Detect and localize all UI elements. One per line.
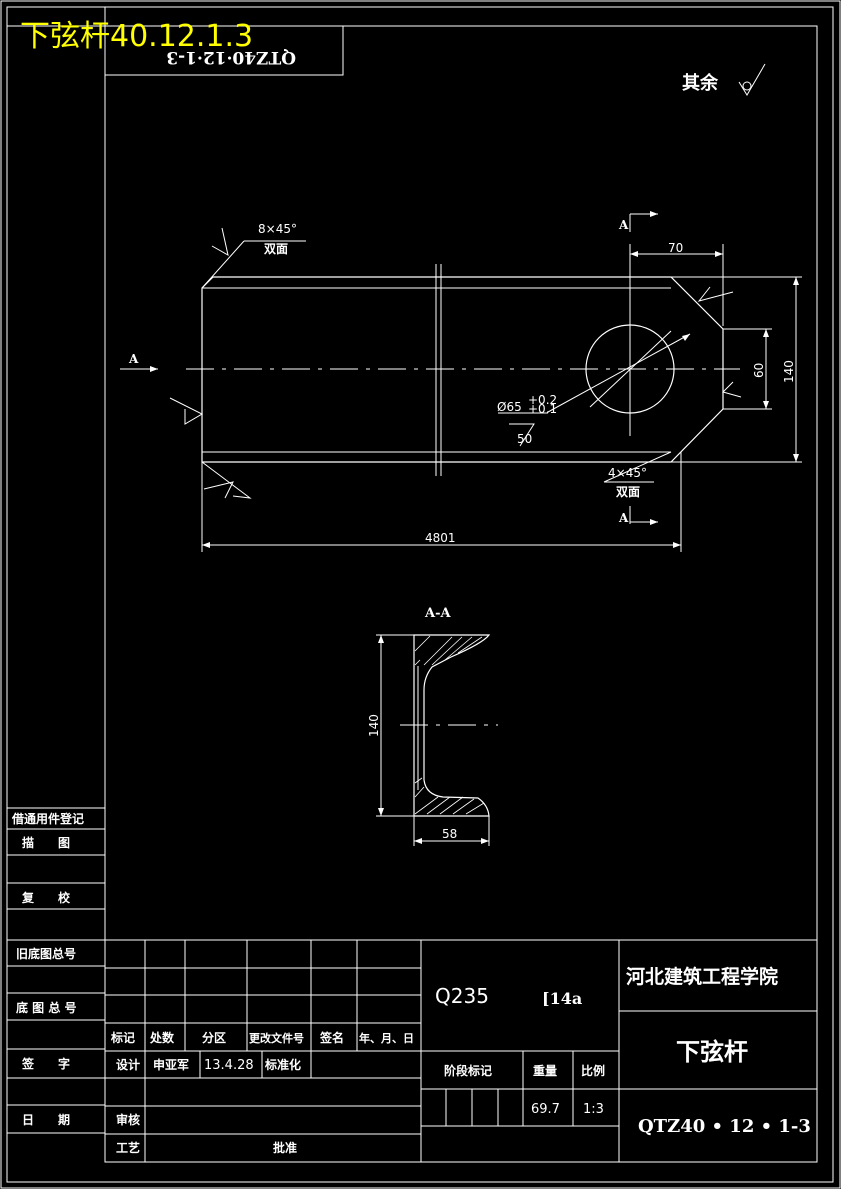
svg-text:1:3: 1:3 (583, 1102, 604, 1117)
svg-text:申亚军: 申亚军 (153, 1057, 189, 1072)
svg-text:8×45°: 8×45° (258, 222, 297, 236)
svg-text:4×45°: 4×45° (608, 466, 647, 480)
svg-text:分区: 分区 (202, 1030, 226, 1045)
drawing-number: QTZ40 • 12 • 1-3 (638, 1116, 811, 1137)
svg-text:A: A (618, 511, 629, 525)
hole-dimension: Ø65 +0.2 +0.1 50 (497, 333, 691, 447)
svg-text:50: 50 (517, 432, 532, 446)
svg-text:70: 70 (668, 241, 683, 255)
svg-text:批准: 批准 (273, 1140, 297, 1155)
svg-text:69.7: 69.7 (531, 1102, 560, 1117)
svg-text:Q235: Q235 (435, 984, 489, 1008)
svg-text:工艺: 工艺 (116, 1140, 140, 1155)
svg-text:58: 58 (442, 827, 457, 841)
roughness-note-text: 其余 (682, 72, 719, 94)
svg-text:A-A: A-A (424, 606, 451, 621)
svg-text:标记: 标记 (110, 1030, 135, 1045)
stage-weight-scale: 阶段标记 重量 比例 69.7 1:3 (421, 1051, 619, 1127)
svg-text:A: A (618, 218, 629, 232)
svg-text:A: A (128, 352, 139, 366)
svg-text:更改文件号: 更改文件号 (249, 1031, 304, 1045)
section-view: A-A 140 (367, 606, 498, 846)
section-hatching (414, 635, 485, 815)
svg-text:年、月、日: 年、月、日 (359, 1031, 414, 1045)
main-view: A A A 70 (120, 211, 802, 552)
svg-text:标准化: 标准化 (264, 1057, 301, 1072)
svg-text:底 图 总 号: 底 图 总 号 (16, 1000, 77, 1015)
mirrored-code-box: QTZ40·12·1-3 (104, 25, 344, 76)
svg-text:日 期: 日 期 (22, 1112, 70, 1127)
svg-text:旧底图总号: 旧底图总号 (16, 946, 76, 961)
left-register-column: 借通用件登记 描 图 复 校 旧底图总号 底 图 总 号 签 字 日 期 (7, 807, 105, 1134)
svg-text:+0.1: +0.1 (528, 402, 557, 416)
general-roughness-note: 其余 (682, 63, 766, 96)
dim-60: 60 (723, 328, 772, 410)
dim-70: 70 (630, 241, 724, 326)
svg-text:140: 140 (367, 714, 381, 737)
identity-cells: 河北建筑工程学院 下弦杆 QTZ40 • 12 • 1-3 (618, 940, 817, 1162)
svg-text:处数: 处数 (149, 1030, 175, 1045)
overlay-title: 下弦杆40.12.1.3 (20, 19, 253, 54)
part-name: 下弦杆 (676, 1037, 748, 1066)
svg-text:+0.2: +0.2 (528, 393, 557, 407)
svg-text:13.4.28: 13.4.28 (204, 1058, 254, 1073)
svg-text:Ø65: Ø65 (497, 400, 522, 414)
roughness-marks (169, 286, 742, 499)
dim-140: 140 (671, 276, 802, 463)
svg-text:4801: 4801 (425, 531, 456, 545)
material-cell: Q235 [14a (421, 984, 619, 1052)
svg-text:复 校: 复 校 (21, 890, 71, 905)
svg-text:审核: 审核 (116, 1112, 140, 1127)
section-mark-top: A (618, 211, 658, 232)
svg-text:签名: 签名 (319, 1030, 344, 1045)
svg-text:阶段标记: 阶段标记 (444, 1063, 492, 1078)
channel-profile (413, 634, 491, 817)
svg-text:设计: 设计 (116, 1057, 140, 1072)
svg-text:重量: 重量 (533, 1063, 557, 1078)
section-mark-left: A (120, 352, 158, 372)
mirrored-code: QTZ40·12·1-3 (166, 47, 296, 67)
svg-text:60: 60 (752, 363, 766, 378)
section-mark-bottom: A (618, 506, 658, 525)
svg-text:签 字: 签 字 (21, 1056, 70, 1071)
svg-text:描 图: 描 图 (22, 835, 70, 850)
chamfer-left-note: 8×45° 双面 (201, 222, 306, 289)
svg-text:双面: 双面 (264, 242, 288, 256)
change-record-table: 标记 处数 分区 更改文件号 签名 年、月、日 设计 申亚军 13.4.28 标… (105, 940, 422, 1162)
svg-text:[14a: [14a (542, 989, 582, 1008)
dim-length: 4801 (201, 452, 682, 552)
title-block: 标记 处数 分区 更改文件号 签名 年、月、日 设计 申亚军 13.4.28 标… (105, 939, 817, 1162)
chamfer-right-note: 4×45° 双面 (603, 451, 672, 499)
roughness-symbol-icon (738, 63, 766, 96)
svg-text:借通用件登记: 借通用件登记 (11, 811, 84, 826)
svg-text:比例: 比例 (581, 1063, 605, 1078)
institution-name: 河北建筑工程学院 (626, 965, 778, 988)
svg-text:双面: 双面 (616, 485, 640, 499)
svg-text:140: 140 (782, 360, 796, 383)
